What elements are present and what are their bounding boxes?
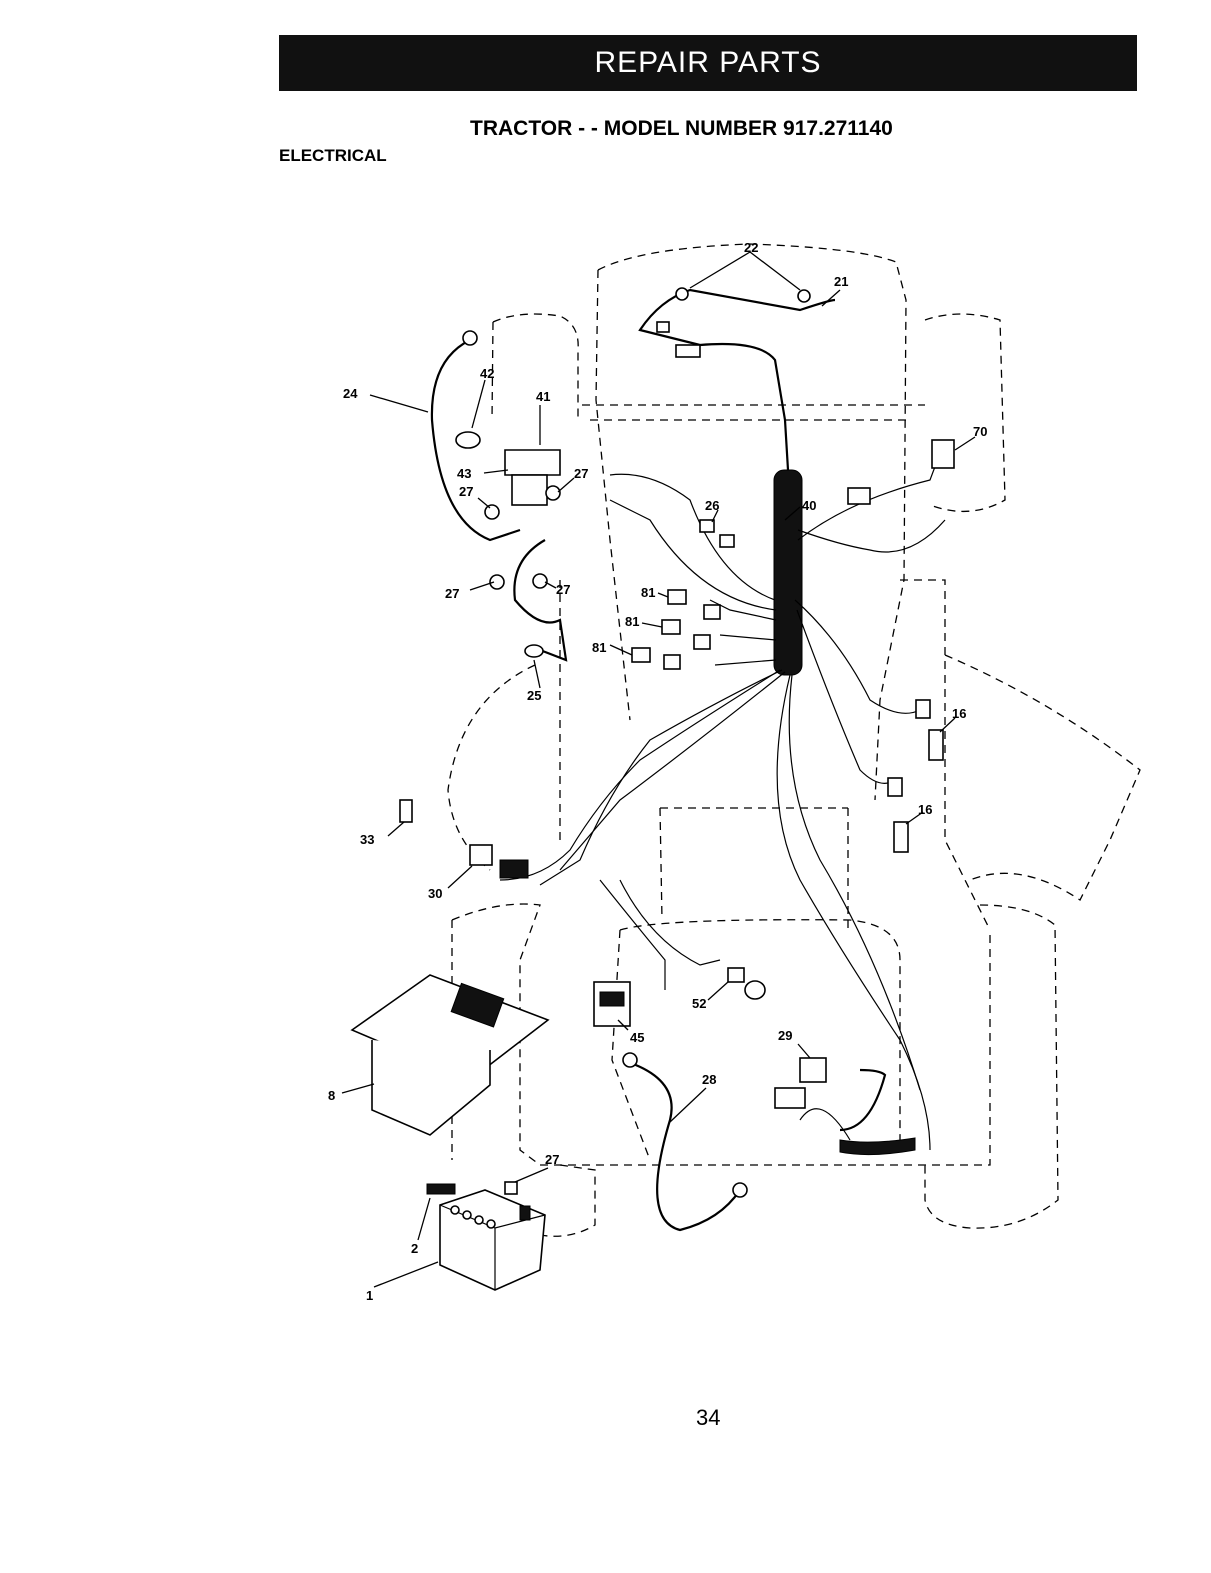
- callout-8: 8: [328, 1088, 335, 1103]
- cables: [432, 331, 885, 1230]
- callout-27: 27: [459, 484, 473, 499]
- callout-33: 33: [360, 832, 374, 847]
- callout-81: 81: [625, 614, 639, 629]
- callout-52: 52: [692, 996, 706, 1011]
- callout-40: 40: [802, 498, 816, 513]
- callout-16: 16: [952, 706, 966, 721]
- callout-25: 25: [527, 688, 541, 703]
- leader-lines: [342, 252, 975, 1287]
- callout-27: 27: [545, 1152, 559, 1167]
- page-number: 34: [696, 1405, 720, 1431]
- callout-29: 29: [778, 1028, 792, 1043]
- callout-45: 45: [630, 1030, 644, 1045]
- callout-81: 81: [641, 585, 655, 600]
- callout-30: 30: [428, 886, 442, 901]
- callout-21: 21: [834, 274, 848, 289]
- callout-27: 27: [574, 466, 588, 481]
- callout-1: 1: [366, 1288, 373, 1303]
- callout-22: 22: [744, 240, 758, 255]
- callout-24: 24: [343, 386, 358, 401]
- parts: [352, 288, 954, 1290]
- callout-42: 42: [480, 366, 494, 381]
- callout-27: 27: [445, 586, 459, 601]
- callout-27: 27: [556, 582, 570, 597]
- callout-2: 2: [411, 1241, 418, 1256]
- callout-81: 81: [592, 640, 606, 655]
- callout-28: 28: [702, 1072, 716, 1087]
- callout-16: 16: [918, 802, 932, 817]
- callout-26: 26: [705, 498, 719, 513]
- callout-70: 70: [973, 424, 987, 439]
- callout-41: 41: [536, 389, 550, 404]
- callout-43: 43: [457, 466, 471, 481]
